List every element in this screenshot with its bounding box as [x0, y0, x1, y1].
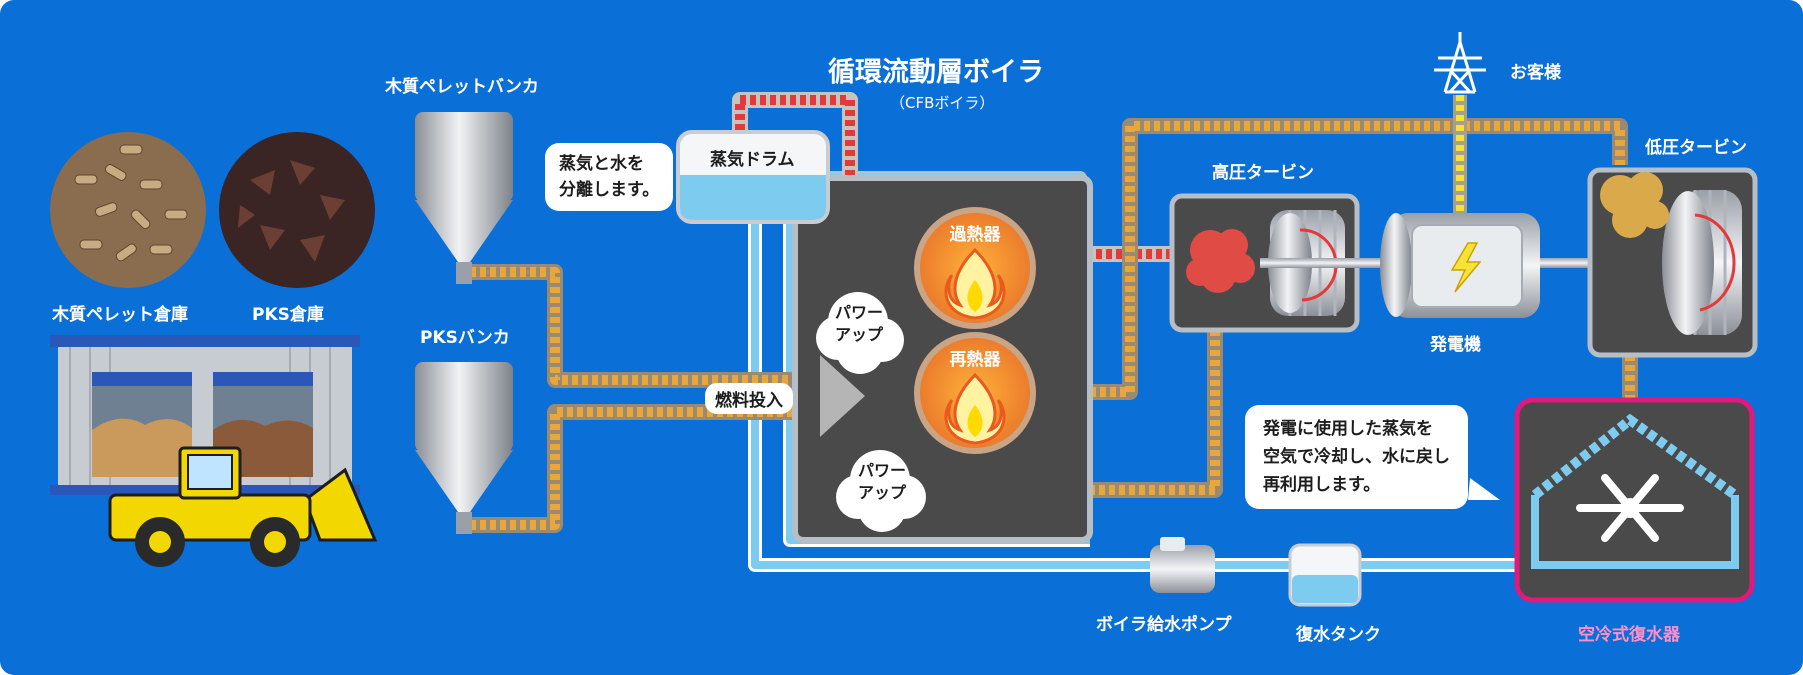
condenser-note-line: 空気で冷却し、水に戻し: [1263, 447, 1450, 467]
drum-note-line: 分離します。: [559, 180, 660, 200]
wheel-loader-icon: [108, 446, 378, 567]
lp-turbine: [1587, 167, 1758, 358]
condenser-note-line: 発電に使用した蒸気を: [1263, 419, 1433, 439]
condenser-label: 空冷式復水器: [1578, 625, 1680, 645]
boiler-title: 循環流動層ボイラ: [828, 57, 1044, 88]
wood-pellet-hopper: [415, 112, 513, 284]
flame-icon: [944, 247, 1006, 320]
wood-pellet-icon: [50, 132, 206, 288]
drum-note-line: 蒸気と水を: [559, 154, 644, 174]
lp-turbine-label: 低圧タービン: [1645, 138, 1747, 158]
drum-note: 蒸気と水を 分離します。: [545, 143, 674, 211]
boiler-subtitle: （CFBボイラ）: [890, 94, 995, 112]
superheater-label: 過熱器: [949, 225, 1001, 245]
pks-hopper-label: PKSバンカ: [420, 328, 510, 348]
condensate-tank: [1288, 543, 1362, 607]
pks-shell-icon: [219, 132, 375, 288]
fuel-input-label: 燃料投入: [705, 383, 793, 414]
boiler-feed-pump: [1150, 537, 1215, 593]
wood-storage-label: 木質ペレット倉庫: [52, 305, 188, 325]
hp-turbine-label: 高圧タービン: [1212, 163, 1314, 183]
wood-hopper-label: 木質ペレットバンカ: [385, 77, 539, 97]
lightning-icon: [1450, 242, 1482, 293]
reheater-label: 再熱器: [949, 350, 1001, 370]
fuel-arrow: [820, 355, 865, 437]
flame-icon: [944, 372, 1006, 445]
tank-label: 復水タンク: [1296, 625, 1381, 645]
generator-label: 発電機: [1430, 335, 1481, 355]
pump-label: ボイラ給水ポンプ: [1096, 615, 1232, 635]
condenser-note: 発電に使用した蒸気を 空気で冷却し、水に戻し 再利用します。: [1245, 405, 1468, 509]
transmission-tower-icon: [1434, 32, 1486, 94]
pks-hopper: [415, 362, 513, 534]
customer-label: お客様: [1510, 63, 1561, 83]
fuel-pipe: [470, 264, 820, 533]
fan-icon: [1576, 474, 1684, 542]
condenser-note-line: 再利用します。: [1263, 475, 1381, 495]
steam-drum-label: 蒸気ドラム: [710, 150, 795, 170]
steam-drum: [676, 130, 830, 224]
pks-storage-label: PKS倉庫: [252, 305, 324, 325]
power-up-label: パワー アップ: [857, 461, 906, 502]
power-up-label: パワー アップ: [834, 303, 883, 344]
power-up-cloud: [836, 450, 926, 532]
power-up-cloud: [816, 292, 904, 374]
note-pointer: [1468, 478, 1500, 500]
